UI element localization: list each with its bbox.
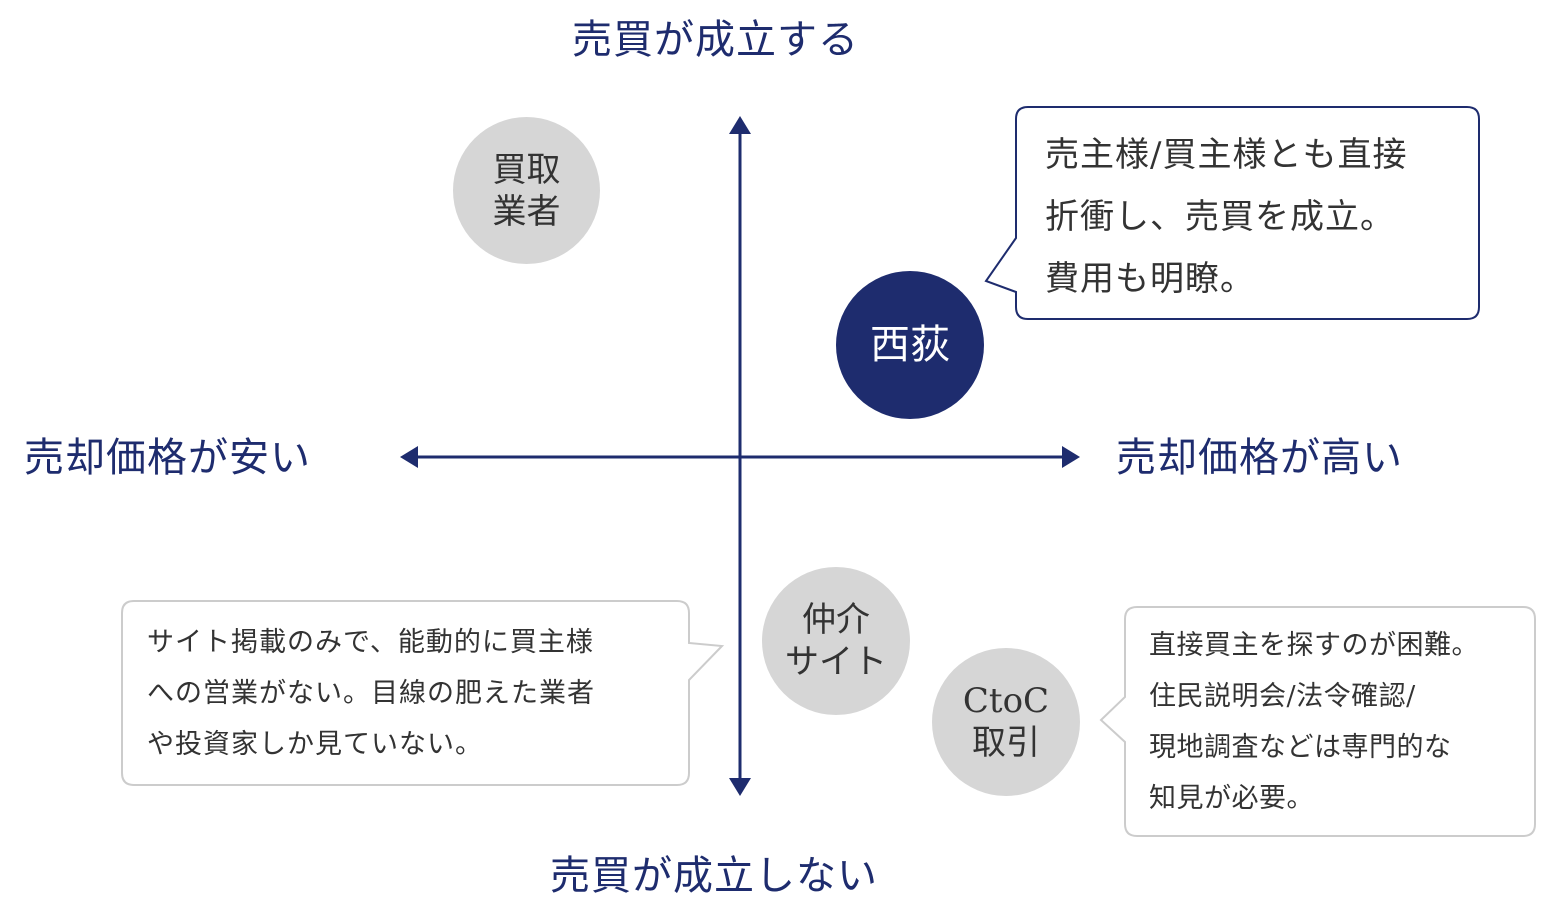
callout-line: への営業がない。目線の肥えた業者 <box>147 678 595 709</box>
arrow-down-icon <box>729 778 751 796</box>
circle-ctoc: CtoC 取引 <box>932 648 1080 796</box>
circle-chukai-site: 仲介 サイト <box>762 567 910 715</box>
callout-line: 現地調査などは専門的な <box>1149 732 1452 763</box>
callout-line: 費用も明瞭。 <box>1045 259 1255 299</box>
circle-label-line: 西荻 <box>870 322 950 368</box>
axis-label-bottom: 売買が成立しない <box>550 853 878 899</box>
callout-line: 知見が必要。 <box>1149 783 1314 814</box>
circle-label-line: 買取 <box>492 149 561 190</box>
circle-nishiogi: 西荻 <box>836 271 984 419</box>
circle-kaitori-gyosha: 買取 業者 <box>453 117 600 264</box>
circle-label-line: 取引 <box>972 723 1040 763</box>
axis-label-top: 売買が成立する <box>572 17 859 63</box>
callout-bubble-chukai <box>121 600 725 786</box>
circle-label-line: 業者 <box>492 191 561 232</box>
callout-line: 住民説明会/法令確認/ <box>1149 681 1416 712</box>
callout-text-nishiogi: 売主様/買主様とも直接 折衝し、売買を成立。 費用も明瞭。 <box>1045 124 1407 310</box>
circle-label-line: 仲介 <box>802 600 870 640</box>
callout-line: サイト掲載のみで、能動的に買主様 <box>147 627 594 658</box>
callout-text-ctoc: 直接買主を探すのが困難。 住民説明会/法令確認/ 現地調査などは専門的な 知見が… <box>1149 620 1479 824</box>
circle-label-line: CtoC <box>962 681 1050 721</box>
callout-line: 売主様/買主様とも直接 <box>1045 135 1408 175</box>
arrow-left-icon <box>400 446 418 468</box>
callout-bubble-nishiogi <box>984 106 1480 320</box>
arrow-up-icon <box>729 116 751 134</box>
arrow-right-icon <box>1062 446 1080 468</box>
callout-line: や投資家しか見ていない。 <box>147 729 483 760</box>
axis-label-left: 売却価格が安い <box>24 435 311 481</box>
circle-label-line: サイト <box>785 642 887 682</box>
callout-text-chukai: サイト掲載のみで、能動的に買主様 への営業がない。目線の肥えた業者 や投資家しか… <box>147 617 595 770</box>
callout-bubble-ctoc <box>1099 606 1536 837</box>
callout-line: 直接買主を探すのが困難。 <box>1149 630 1479 661</box>
callout-line: 折衝し、売買を成立。 <box>1045 197 1395 237</box>
axis-label-right: 売却価格が高い <box>1116 435 1403 481</box>
